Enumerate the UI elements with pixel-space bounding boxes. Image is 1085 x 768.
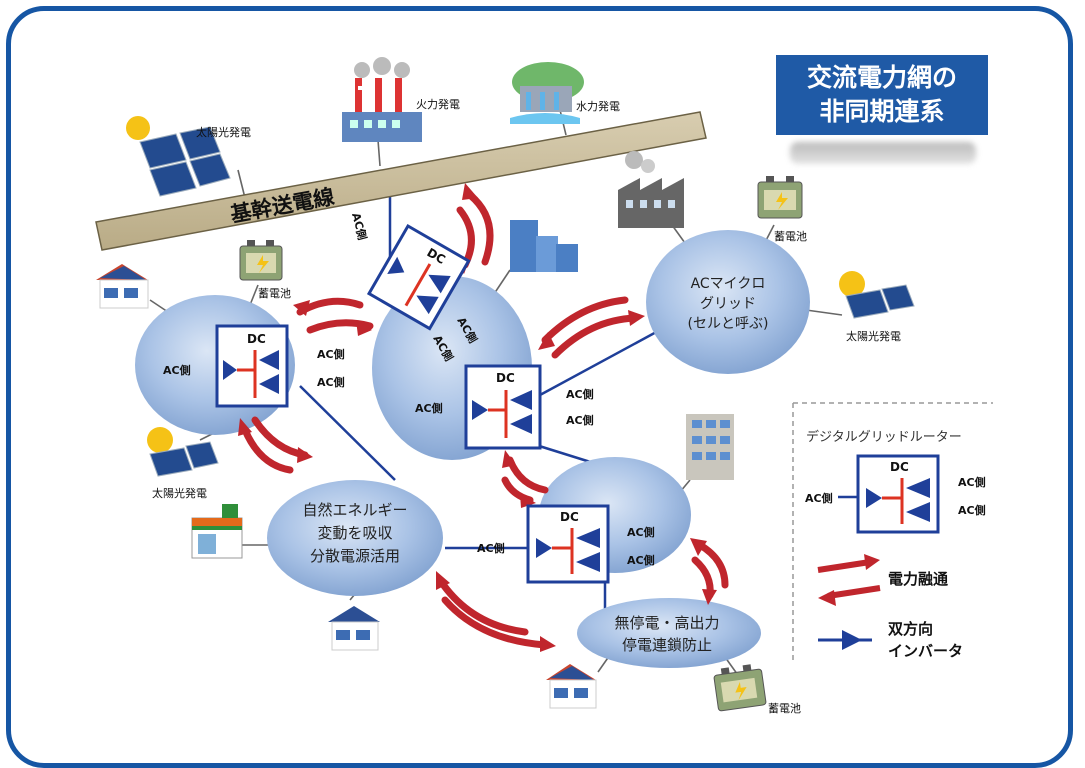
svg-text:DC: DC bbox=[890, 460, 909, 474]
title-shadow bbox=[790, 142, 976, 164]
uninterrupted-line1: 無停電・高出力 bbox=[614, 614, 719, 632]
battery-left-icon bbox=[239, 240, 283, 281]
router-center-top: DC bbox=[366, 223, 471, 331]
house-left-icon bbox=[96, 264, 149, 309]
legend-ac-out1: AC側 bbox=[958, 475, 986, 489]
grid-uninterrupted bbox=[577, 598, 761, 668]
renewable-line2: 変動を吸収 bbox=[317, 524, 392, 542]
ac-top-in: AC側 bbox=[349, 211, 370, 241]
router-bottom: DC bbox=[526, 504, 610, 584]
legend-power-exchange: 電力融通 bbox=[888, 570, 948, 588]
legend-ac-out2: AC側 bbox=[958, 503, 986, 517]
solar-left-label: 太陽光発電 bbox=[152, 486, 207, 500]
house-bottom-left-icon bbox=[328, 606, 380, 651]
battery-right-icon bbox=[757, 176, 803, 219]
router-bottom-dc: DC bbox=[560, 510, 579, 524]
legend-router-icon: DC bbox=[856, 454, 940, 534]
battery-bottom-label: 蓄電池 bbox=[768, 702, 801, 715]
renewable-line3: 分散電源活用 bbox=[310, 547, 400, 565]
legend-router-title: デジタルグリッドルーター bbox=[806, 429, 962, 445]
hydro-plant-icon bbox=[510, 62, 584, 124]
legend: デジタルグリッドルーター DC AC側 AC側 AC側 電力融通 双方向 インバ… bbox=[792, 402, 993, 660]
ac-bottom-out1: AC側 bbox=[627, 525, 655, 539]
grid-ac-micro bbox=[646, 230, 810, 374]
ac-left-out1: AC側 bbox=[317, 347, 345, 361]
solar-top-icon bbox=[126, 116, 231, 197]
thermal-plant-icon bbox=[342, 57, 422, 142]
power-exchange-arrowheads bbox=[238, 183, 717, 652]
solar-right-label: 太陽光発電 bbox=[846, 329, 901, 343]
hydro-label: 水力発電 bbox=[576, 99, 620, 113]
office-building-icon bbox=[510, 220, 578, 272]
title-line-2: 非同期連系 bbox=[819, 97, 945, 126]
convenience-store-icon bbox=[191, 504, 243, 559]
grid-renewable bbox=[267, 480, 443, 596]
battery-right-label: 蓄電池 bbox=[774, 230, 807, 243]
battery-left-label: 蓄電池 bbox=[258, 287, 291, 300]
ac-center-out1: AC側 bbox=[566, 387, 594, 401]
ac-micro-line1: ACマイクロ bbox=[691, 276, 766, 292]
ac-center-in: AC側 bbox=[415, 401, 443, 415]
router-center-dc: DC bbox=[496, 371, 515, 385]
legend-inverter-line1: 双方向 bbox=[888, 620, 933, 638]
legend-ac-in: AC側 bbox=[805, 491, 833, 505]
factory-icon bbox=[618, 151, 684, 228]
title-line-1: 交流電力網の bbox=[806, 63, 957, 92]
ac-micro-line3: (セルと呼ぶ) bbox=[688, 316, 769, 332]
battery-bottom-icon bbox=[713, 664, 767, 712]
solar-top-label: 太陽光発電 bbox=[196, 125, 251, 139]
ac-bottom-out2: AC側 bbox=[627, 553, 655, 567]
renewable-line1: 自然エネルギー bbox=[302, 501, 407, 519]
router-left-dc: DC bbox=[247, 332, 266, 346]
ac-center-out2: AC側 bbox=[566, 413, 594, 427]
solar-right-icon bbox=[839, 271, 915, 319]
ac-left-in: AC側 bbox=[163, 363, 191, 377]
diagram-title: 交流電力網の 非同期連系 bbox=[776, 55, 988, 135]
ac-micro-line2: グリッド bbox=[700, 296, 756, 312]
router-left: DC bbox=[215, 324, 289, 408]
legend-inverter-line2: インバータ bbox=[888, 642, 963, 660]
apartment-building-icon bbox=[686, 414, 734, 480]
solar-left-icon bbox=[147, 427, 219, 477]
ac-left-out2: AC側 bbox=[317, 375, 345, 389]
house-bottom-icon bbox=[546, 664, 597, 709]
thermal-label: 火力発電 bbox=[416, 97, 460, 111]
router-center-bottom: DC bbox=[464, 364, 542, 450]
uninterrupted-line2: 停電連鎖防止 bbox=[622, 636, 712, 654]
ac-bottom-in: AC側 bbox=[477, 541, 505, 555]
